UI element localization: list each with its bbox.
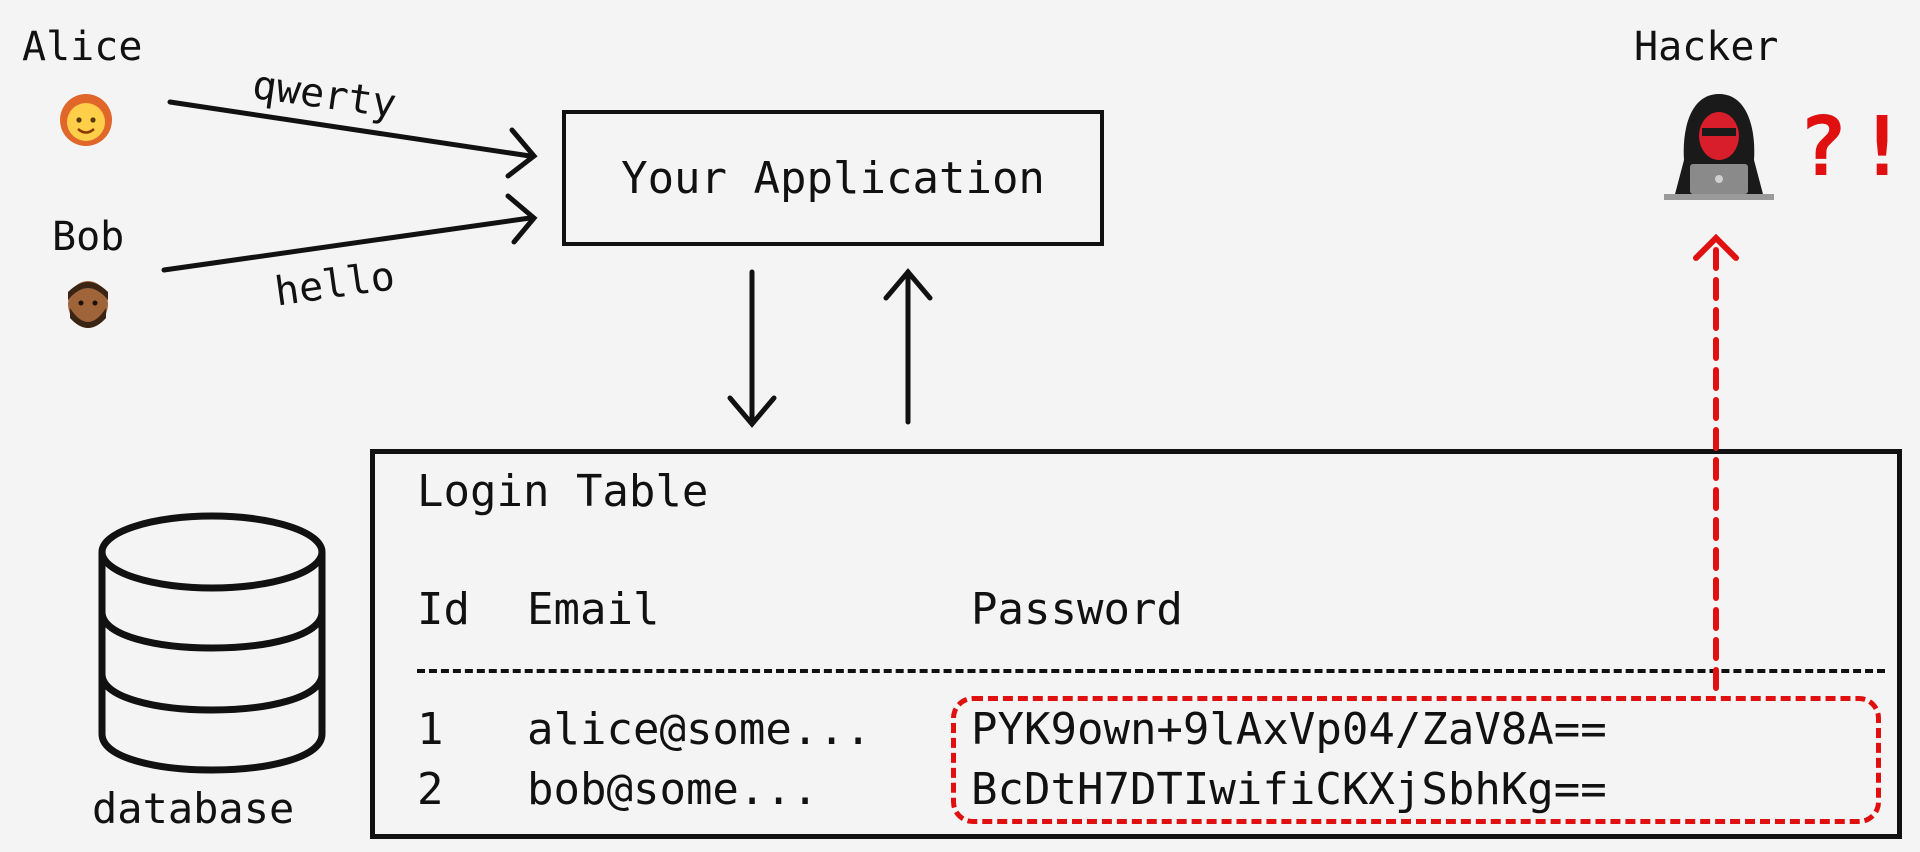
column-header-password: Password	[971, 584, 1183, 635]
arrow-alice-to-app	[167, 99, 538, 179]
database-label: database	[92, 784, 295, 833]
login-table-title: Login Table	[417, 466, 709, 517]
table-row-password: PYK9own+9lAxVp04/ZaV8A==	[971, 704, 1607, 755]
column-header-id: Id	[417, 584, 470, 635]
man-face-icon	[68, 281, 108, 328]
header-divider	[417, 669, 1885, 673]
login-table: Login Table Id Email Password 1 alice@so…	[370, 449, 1902, 839]
arrow-bob-to-app	[161, 193, 538, 273]
hacker-icon	[1664, 94, 1774, 200]
hacker-reaction: ?!	[1798, 100, 1917, 195]
actor-name-bob: Bob	[52, 214, 125, 260]
application-title: Your Application	[621, 152, 1045, 204]
actor-name-hacker: Hacker	[1634, 24, 1779, 70]
table-row-email: bob@some...	[527, 764, 819, 815]
table-row-password: BcDtH7DTIwifiCKXjSbhKg==	[971, 764, 1607, 815]
database-icon	[98, 512, 326, 774]
password-highlight	[951, 696, 1881, 824]
arrow-leak-to-hacker	[1693, 233, 1739, 691]
column-header-email: Email	[527, 584, 660, 635]
table-row-email: alice@some...	[527, 704, 872, 755]
woman-face-icon	[60, 94, 112, 146]
actor-name-alice: Alice	[22, 24, 143, 70]
arrow-app-to-database	[727, 269, 777, 428]
arrow-database-to-app	[883, 268, 933, 425]
table-row-id: 2	[417, 764, 444, 815]
application-box: Your Application	[562, 110, 1104, 246]
table-row-id: 1	[417, 704, 444, 755]
